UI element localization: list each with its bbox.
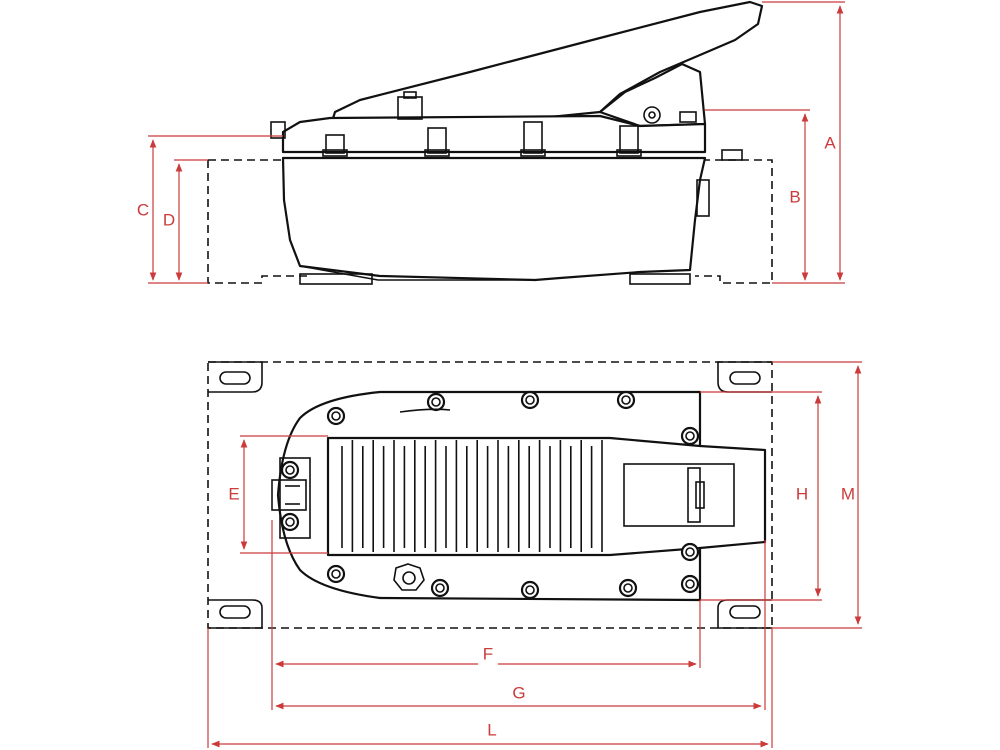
bolt-center (525, 585, 535, 595)
bolt-center (431, 397, 441, 407)
bolt-center (685, 431, 695, 441)
side-housing-seam (299, 265, 535, 281)
bolt-center (623, 583, 633, 593)
bolt-head (520, 580, 540, 600)
top-bolts (280, 390, 700, 600)
bolt-center (621, 395, 631, 405)
bolt-center (285, 465, 295, 475)
side-gauge-port (696, 179, 710, 217)
side-hinge-pin (643, 106, 661, 124)
top-bracket-br (717, 599, 772, 629)
bolt-head (520, 390, 540, 410)
dim-label-L: L (487, 720, 496, 739)
dim-label-B: B (789, 187, 800, 206)
top-slot-br (729, 605, 761, 619)
dim-label-H: H (796, 484, 808, 503)
side-view (207, 0, 773, 285)
top-bracket-tl (208, 361, 263, 393)
dim-label-A: A (824, 133, 836, 152)
top-hex-port (393, 563, 425, 591)
dim-label-E: E (228, 484, 239, 503)
bolt-center (685, 547, 695, 557)
side-foot-left (299, 273, 373, 285)
side-fitting-1 (322, 134, 348, 157)
side-valve-block (397, 91, 423, 120)
top-slot-bl (219, 605, 251, 619)
bolt-head (430, 578, 450, 598)
bolt-head (326, 406, 346, 426)
top-rear-valve (271, 457, 311, 539)
top-base-envelope (207, 361, 773, 629)
bolt-head (680, 426, 700, 446)
side-rear-clip (721, 149, 743, 161)
bolt-head (616, 390, 636, 410)
bolt-head (426, 392, 446, 412)
side-port (679, 111, 697, 123)
bolt-head (280, 460, 300, 480)
dim-label-D: D (163, 210, 175, 229)
side-fitting-3 (520, 121, 546, 157)
top-tread-grooves (341, 440, 603, 552)
side-rear-connector (270, 121, 286, 139)
top-slot-tl (219, 371, 251, 385)
bolt-center (331, 411, 341, 421)
bolt-head (280, 512, 300, 532)
bolt-center (285, 517, 295, 527)
top-dimensions: E H M F G L (207, 361, 862, 748)
top-lid-seam (399, 408, 451, 413)
top-view (207, 361, 773, 629)
bolt-head (680, 542, 700, 562)
top-bracket-tr (717, 361, 772, 393)
top-pedal-pad (623, 463, 735, 527)
side-dimensions: A B C D (134, 1, 845, 284)
top-slot-tr (729, 371, 761, 385)
bolt-head (326, 564, 346, 584)
dim-label-G: G (512, 683, 525, 702)
bolt-center (685, 579, 695, 589)
dim-label-F: F (483, 644, 493, 663)
side-lid (281, 114, 707, 154)
side-foot-right (629, 273, 691, 285)
side-fitting-2 (424, 127, 450, 157)
side-housing (281, 156, 707, 282)
bolt-head (618, 578, 638, 598)
bolt-center (435, 583, 445, 593)
bolt-center (331, 569, 341, 579)
dim-label-C: C (137, 200, 149, 219)
bolt-head (680, 574, 700, 594)
side-hinge-pin-center (648, 111, 656, 119)
top-bracket-bl (208, 599, 263, 629)
dim-label-M: M (841, 484, 855, 503)
side-fitting-4 (616, 125, 642, 157)
bolt-center (525, 395, 535, 405)
